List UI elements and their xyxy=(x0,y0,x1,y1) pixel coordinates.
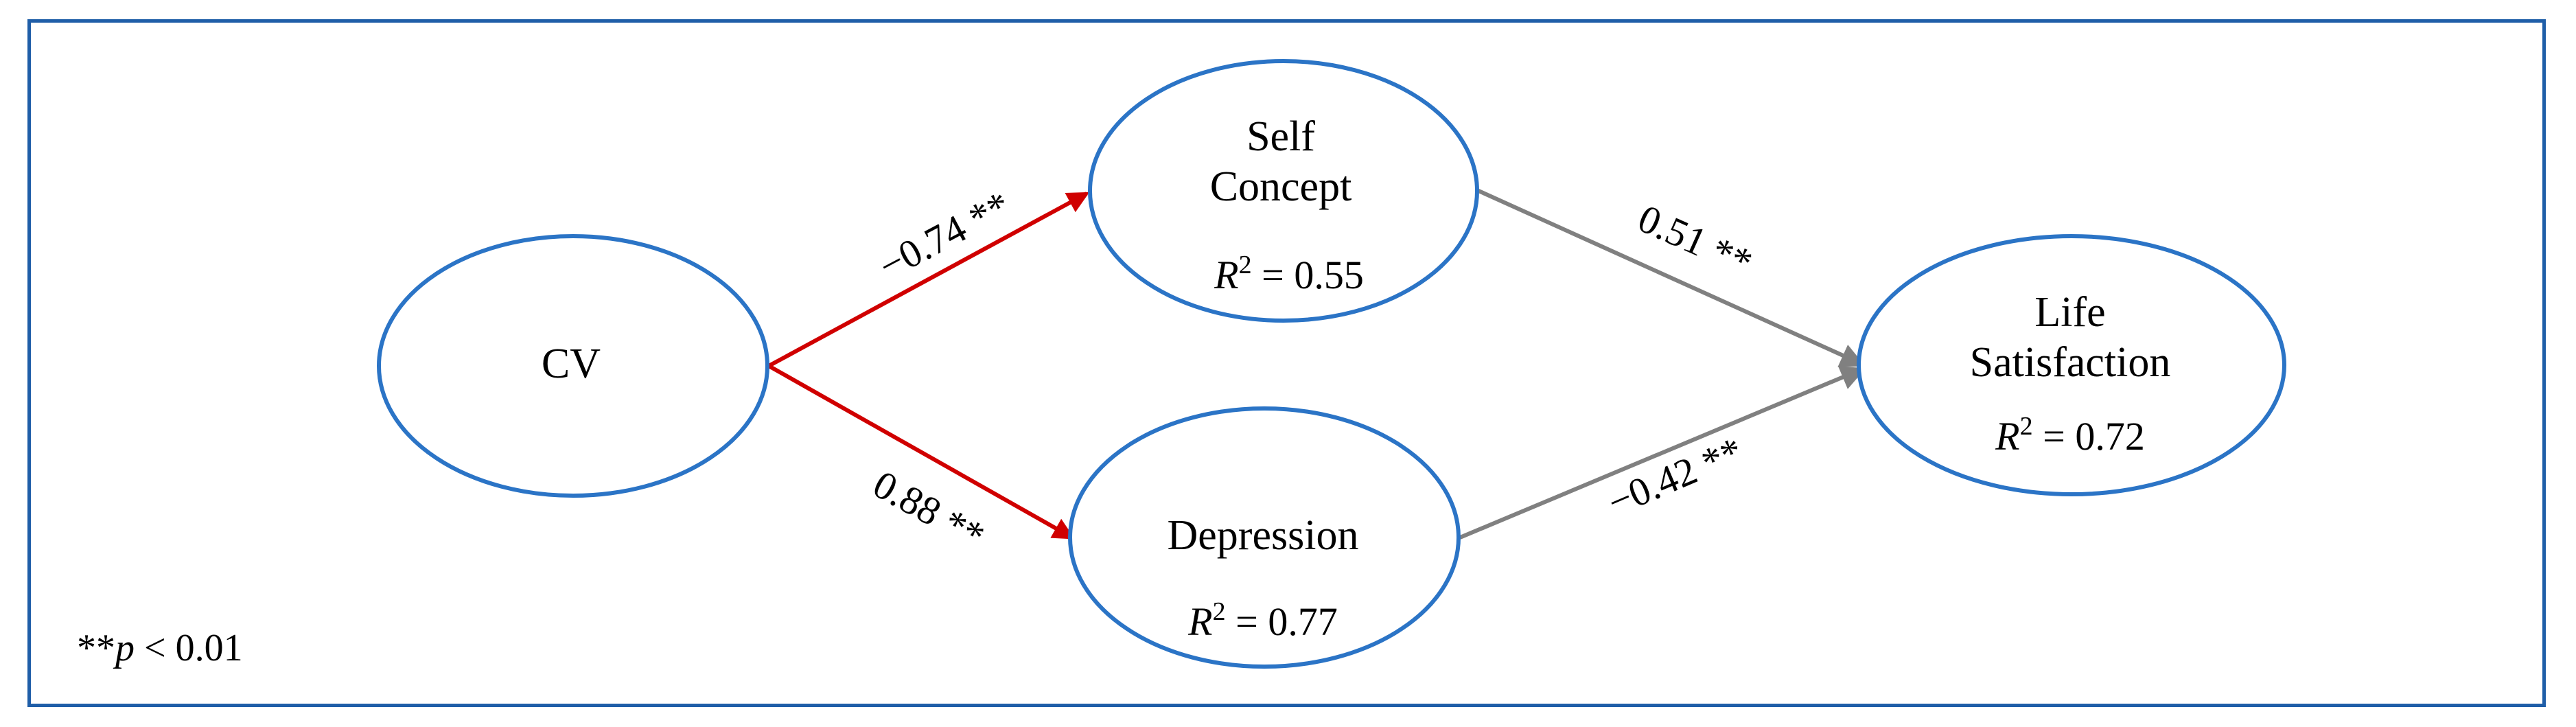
life-satisfaction-label-line2: Satisfaction xyxy=(1970,339,2171,386)
life-satisfaction-r-squared: R2 = 0.72 xyxy=(1995,412,2145,459)
depression-label: Depression xyxy=(1168,512,1359,559)
coef-depression-life-satisfaction: −0.42 ** xyxy=(1601,428,1750,525)
coef-self-concept-life-satisfaction: 0.51 ** xyxy=(1632,196,1759,285)
node-depression xyxy=(1068,406,1461,669)
path-cv-to-depression xyxy=(767,364,1076,540)
self-concept-label-line2: Concept xyxy=(1210,163,1352,210)
self-concept-r-squared: R2 = 0.55 xyxy=(1214,251,1364,297)
path-cv-to-self-concept xyxy=(767,192,1090,368)
depression-r-squared: R2 = 0.77 xyxy=(1187,597,1338,644)
node-life-satisfaction xyxy=(1857,234,2286,496)
self-concept-label-line1: Self xyxy=(1246,113,1315,160)
life-satisfaction-label-line1: Life xyxy=(2034,289,2105,336)
path-depression-to-life-satisfaction xyxy=(1459,366,1866,540)
significance-note: **p < 0.01 xyxy=(77,627,243,669)
cv-label: CV xyxy=(542,341,601,387)
diagram-frame xyxy=(27,19,2546,707)
node-cv xyxy=(377,234,769,498)
coef-cv-depression: 0.88 ** xyxy=(866,461,993,558)
path-self-concept-to-life-satisfaction xyxy=(1476,188,1866,367)
node-self-concept xyxy=(1088,59,1479,323)
